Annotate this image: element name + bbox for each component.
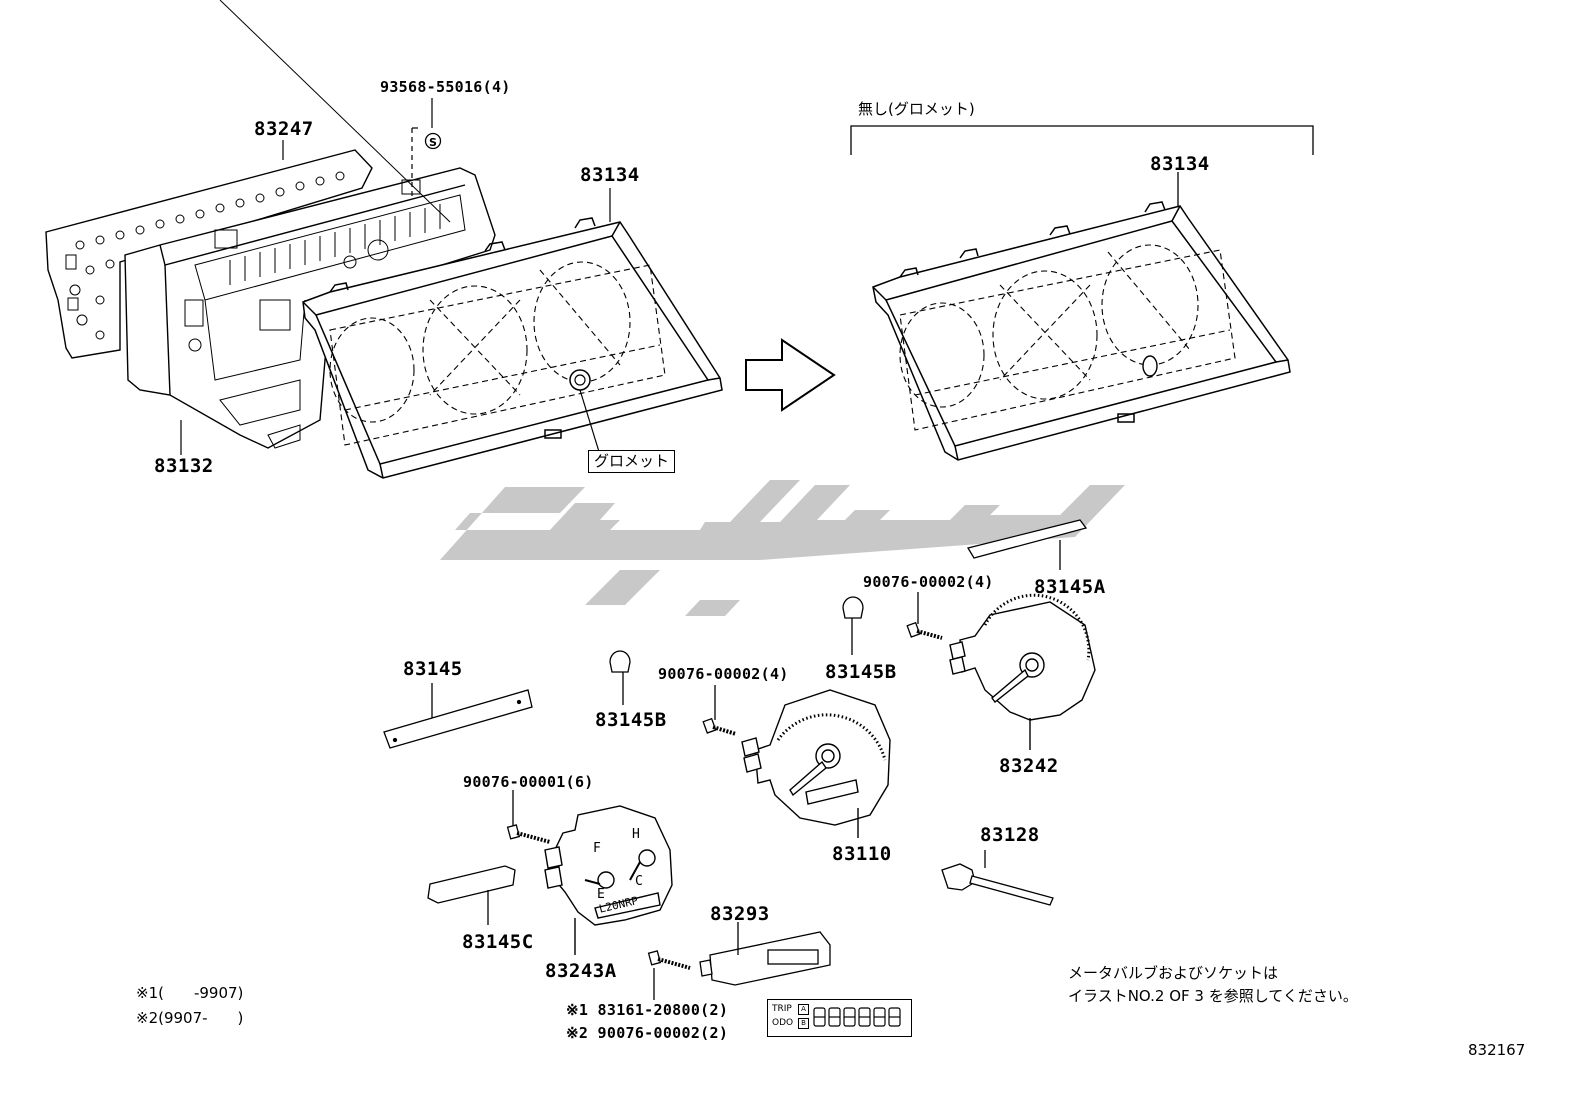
- part-number-83110: 83110: [832, 843, 892, 865]
- part-number-83243A: 83243A: [545, 960, 617, 982]
- seven-segment-digits: [813, 1007, 901, 1027]
- meter-glass-83134-right: [872, 201, 1291, 461]
- bulb-note-line-1: メータバルブおよびソケットは: [1068, 964, 1279, 982]
- bulb-note-line-2: イラストNO.2 OF 3 を参照してください。: [1068, 987, 1358, 1005]
- part-number-83161-20800: ※1 83161-20800(2): [566, 1001, 729, 1019]
- bracket-no-grommet: [850, 125, 1314, 210]
- svg-text:F: F: [593, 841, 601, 856]
- part-number-83247: 83247: [254, 118, 314, 140]
- svg-text:C: C: [635, 874, 643, 889]
- part-number-83132: 83132: [154, 455, 214, 477]
- socket-83128: [941, 850, 1054, 906]
- part-number-83242: 83242: [999, 755, 1059, 777]
- gauge-83242: [949, 593, 1096, 750]
- no-grommet-label: 無し(グロメット): [858, 100, 975, 118]
- part-number-90076-00002-2: ※2 90076-00002(2): [566, 1024, 729, 1042]
- watermark-logo: [440, 480, 1125, 616]
- svg-text:E: E: [597, 887, 605, 902]
- note-1: ※1( -9907): [136, 984, 244, 1002]
- gauge-83243A: F H E C: [544, 805, 673, 955]
- note-2: ※2(9907- ): [136, 1009, 244, 1027]
- odometer-display: TRIP ODO A B: [767, 999, 912, 1037]
- odo-a-box: A: [798, 1004, 809, 1015]
- part-number-90076-00002-mid: 90076-00002(4): [658, 665, 789, 683]
- leader-lines-left: [180, 98, 611, 456]
- figure-number: 832167: [1468, 1041, 1526, 1059]
- grommet-callout: グロメット: [588, 450, 676, 473]
- part-number-83293: 83293: [710, 903, 770, 925]
- screw-icon: [506, 592, 943, 1000]
- part-number-83145B-right: 83145B: [825, 661, 897, 683]
- strip-83145A: [966, 519, 1088, 570]
- right-arrow-icon: [745, 338, 836, 412]
- part-number-83145A: 83145A: [1034, 576, 1106, 598]
- part-number-93568: 93568-55016(4): [380, 78, 511, 96]
- part-number-83145: 83145: [403, 658, 463, 680]
- meter-glass-83134-left: [302, 217, 723, 479]
- svg-text:H: H: [632, 827, 640, 842]
- part-number-83145C: 83145C: [462, 931, 534, 953]
- circuit-plate-83247: [45, 149, 373, 359]
- odo-odo-label: ODO: [772, 1018, 794, 1028]
- part-number-83145B-left: 83145B: [595, 709, 667, 731]
- cover-83145C: [427, 865, 516, 925]
- svg-text:S: S: [429, 136, 437, 149]
- s-clip-icon: S: [424, 132, 442, 150]
- part-number-83134-right: 83134: [1150, 153, 1210, 175]
- part-number-90076-00002-right: 90076-00002(4): [863, 573, 994, 591]
- part-number-83128: 83128: [980, 824, 1040, 846]
- part-number-83134-left: 83134: [580, 164, 640, 186]
- gauge-83110: [741, 689, 891, 838]
- strip-83145: [383, 683, 533, 749]
- odo-trip-label: TRIP: [772, 1004, 792, 1014]
- switch-83293: [699, 922, 831, 986]
- bulb-icon: [609, 596, 864, 705]
- odo-b-box: B: [798, 1018, 809, 1029]
- part-number-90076-00001: 90076-00001(6): [463, 773, 594, 791]
